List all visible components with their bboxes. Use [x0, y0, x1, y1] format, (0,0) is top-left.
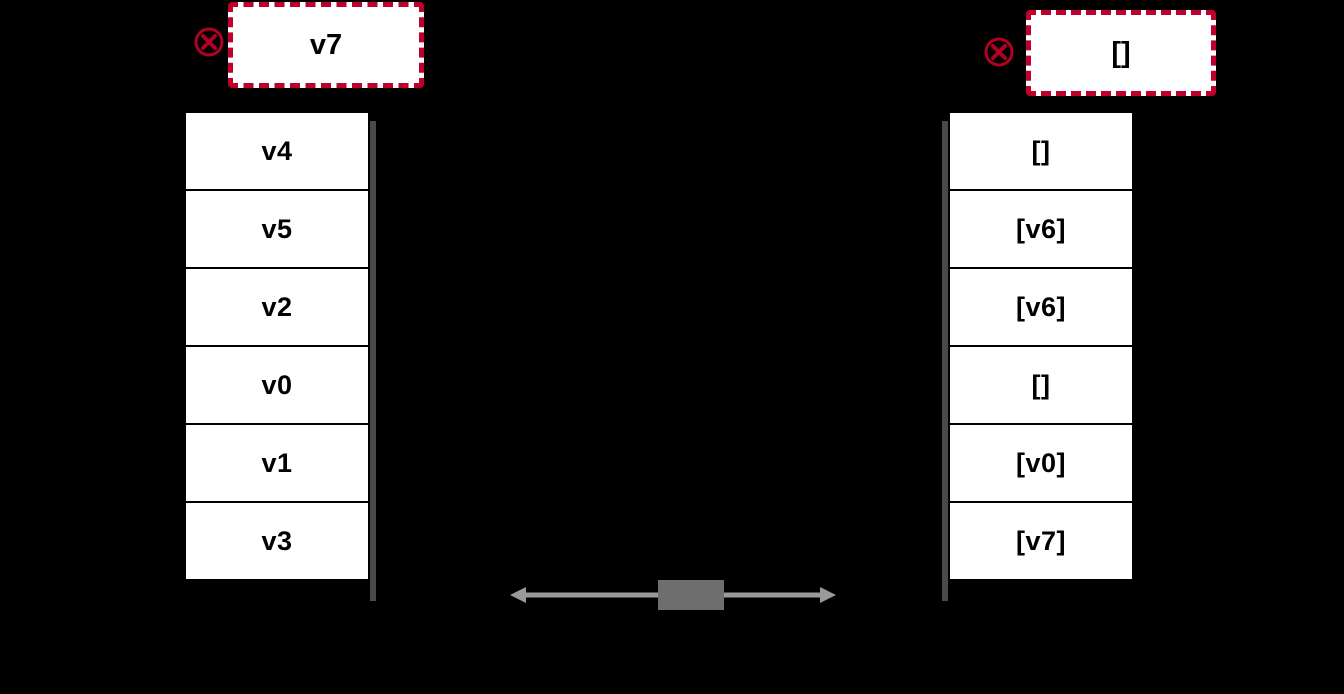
list-item[interactable]: v3: [184, 501, 370, 581]
left-stack-shadow: [370, 121, 376, 601]
remove-icon-right[interactable]: [982, 35, 1016, 69]
right-stack-shadow: [942, 121, 948, 601]
list-item[interactable]: [v7]: [948, 501, 1134, 581]
list-item[interactable]: v5: [184, 189, 370, 269]
right-column-stack: [] [v6] [v6] [] [v0] [v7]: [942, 111, 1134, 601]
list-item[interactable]: v1: [184, 423, 370, 503]
list-item[interactable]: [v6]: [948, 189, 1134, 269]
remove-icon-left[interactable]: [192, 25, 226, 59]
list-item[interactable]: v4: [184, 111, 370, 191]
measure-arrow: [510, 578, 836, 612]
list-item[interactable]: v2: [184, 267, 370, 347]
list-item[interactable]: [v0]: [948, 423, 1134, 503]
highlight-value-right: []: [1111, 36, 1131, 69]
list-item[interactable]: []: [948, 111, 1134, 191]
list-item[interactable]: []: [948, 345, 1134, 425]
left-column-stack: v4 v5 v2 v0 v1 v3: [184, 111, 376, 601]
highlight-value-left: v7: [309, 28, 343, 61]
highlight-box-right[interactable]: []: [1026, 10, 1216, 96]
highlight-box-left[interactable]: v7: [228, 2, 424, 88]
list-item[interactable]: v0: [184, 345, 370, 425]
measure-arrow-label: [658, 580, 724, 610]
list-item[interactable]: [v6]: [948, 267, 1134, 347]
